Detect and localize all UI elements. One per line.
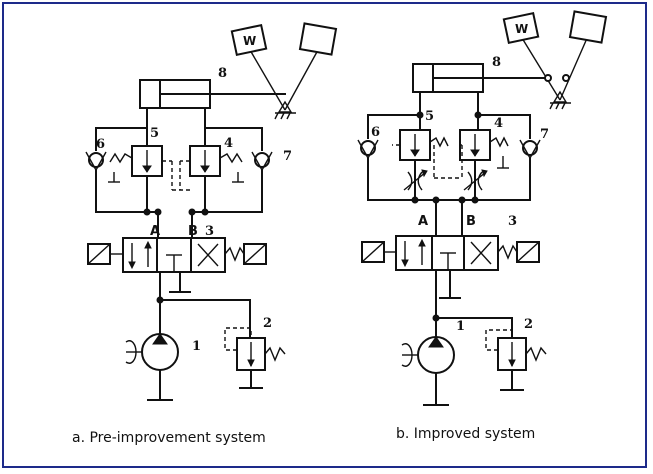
throttle-valve-right bbox=[463, 159, 488, 201]
check-valve-7 bbox=[519, 139, 541, 201]
sequence-valve-4 bbox=[179, 145, 244, 190]
port-b: B bbox=[188, 224, 198, 239]
label-cylinder: 8 bbox=[218, 66, 227, 81]
directional-valve-3 bbox=[87, 237, 267, 273]
weight-label: W bbox=[243, 34, 256, 48]
label-directional-valve: 3 bbox=[508, 214, 517, 229]
check-valve-6 bbox=[357, 139, 379, 201]
sequence-valve-5 bbox=[108, 145, 173, 190]
label-check-valve-6: 6 bbox=[96, 137, 105, 152]
port-a: A bbox=[150, 224, 160, 239]
label-check-valve-6: 6 bbox=[371, 125, 380, 140]
hydraulic-pump bbox=[125, 333, 179, 401]
check-valve-6 bbox=[85, 151, 107, 213]
label-cylinder: 8 bbox=[492, 55, 501, 70]
sequence-valve-5 bbox=[392, 129, 449, 178]
relief-valve-2 bbox=[485, 329, 547, 391]
label-relief-valve: 2 bbox=[263, 316, 272, 331]
label-pump: 1 bbox=[192, 339, 201, 354]
label-sequence-valve-4: 4 bbox=[494, 116, 503, 131]
lever-linkage bbox=[502, 10, 608, 110]
label-check-valve-7: 7 bbox=[540, 127, 549, 142]
label-sequence-valve-4: 4 bbox=[224, 136, 233, 151]
label-check-valve-7: 7 bbox=[283, 149, 292, 164]
hydraulic-pump bbox=[401, 336, 455, 406]
sequence-valve-4 bbox=[459, 129, 509, 178]
caption-b: b. Improved system bbox=[396, 426, 535, 442]
port-b: B bbox=[466, 214, 476, 229]
caption-a: a. Pre-improvement system bbox=[72, 430, 266, 446]
label-sequence-valve-5: 5 bbox=[425, 109, 434, 124]
label-sequence-valve-5: 5 bbox=[150, 126, 159, 141]
hydraulic-cylinder bbox=[412, 63, 549, 93]
label-directional-valve: 3 bbox=[205, 224, 214, 239]
hydraulic-cylinder bbox=[139, 79, 286, 109]
weight-label: W bbox=[515, 22, 528, 36]
lever-linkage bbox=[230, 22, 338, 120]
diagram-pre-improvement: 8 W 6 bbox=[72, 22, 338, 446]
port-a: A bbox=[418, 214, 428, 229]
directional-valve-3 bbox=[361, 235, 540, 271]
diagram-improved: 8 W 6 bbox=[357, 10, 608, 442]
label-relief-valve: 2 bbox=[524, 317, 533, 332]
relief-valve-2 bbox=[224, 327, 286, 389]
check-valve-7 bbox=[251, 151, 273, 213]
throttle-valve-left bbox=[403, 159, 428, 201]
figure-frame bbox=[2, 2, 647, 468]
label-pump: 1 bbox=[456, 319, 465, 334]
